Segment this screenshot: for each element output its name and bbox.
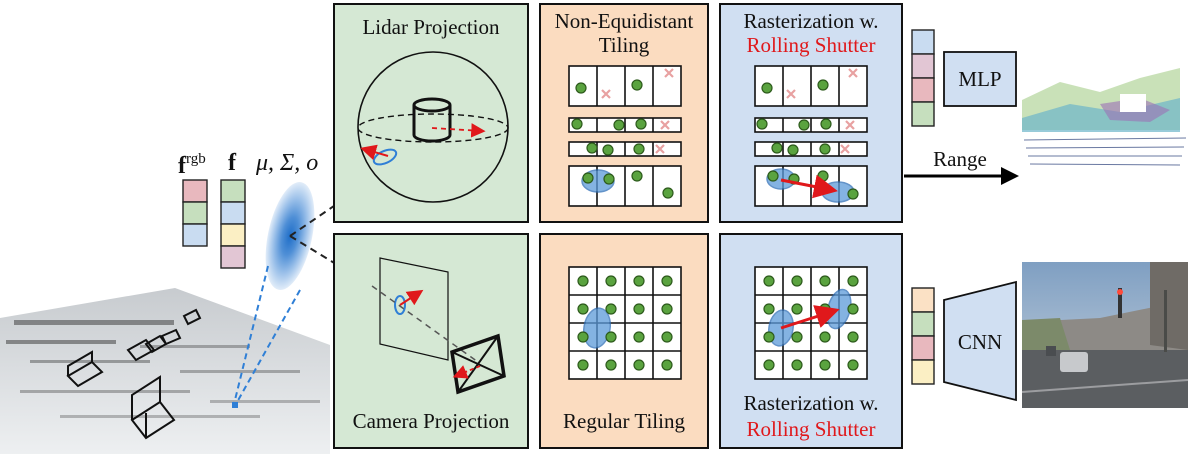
raster-bottom-title-line1: Rasterization w. <box>743 391 878 415</box>
range-label: Range <box>933 147 987 171</box>
camera-projection-panel: Camera Projection <box>333 233 529 449</box>
rendered-camera-image <box>1021 262 1189 408</box>
mlp-feature-vector <box>911 29 935 127</box>
f-rgb-label: frgb <box>178 151 206 179</box>
raster-bottom-title-line2: Rolling Shutter <box>747 417 876 441</box>
lidar-projection-title: Lidar Projection <box>362 15 500 39</box>
lidar-point-cloud-scene <box>0 288 330 454</box>
mlp-decoder: MLP <box>943 51 1017 107</box>
rasterization-camera-panel: Rasterization w. Rolling Shutter <box>719 233 903 449</box>
raster-top-title-line1: Rasterization w. <box>743 9 878 33</box>
gaussian-params-label: μ, Σ, o <box>255 150 318 176</box>
feature-vector-f <box>220 179 246 269</box>
rendered-range-image <box>1022 68 1187 166</box>
tiling-title-line2: Tiling <box>599 33 650 57</box>
cnn-decoder: CNN <box>943 280 1017 402</box>
f-label: f <box>228 150 237 176</box>
regular-tiling-panel: Regular Tiling <box>539 233 709 449</box>
tiling-title-line1: Non-Equidistant <box>555 9 694 33</box>
regular-tiling-title: Regular Tiling <box>563 409 685 433</box>
cnn-feature-vector <box>911 287 935 385</box>
non-equidistant-tiling-panel: Non-Equidistant Tiling <box>539 3 709 223</box>
feature-vector-rgb <box>182 179 208 247</box>
lidar-projection-panel: Lidar Projection <box>333 3 529 223</box>
rasterization-lidar-panel: Rasterization w. Rolling Shutter <box>719 3 903 223</box>
mlp-label: MLP <box>958 67 1001 91</box>
raster-top-title-line2: Rolling Shutter <box>747 33 876 57</box>
camera-projection-title: Camera Projection <box>353 409 510 433</box>
cnn-label: CNN <box>958 330 1002 354</box>
